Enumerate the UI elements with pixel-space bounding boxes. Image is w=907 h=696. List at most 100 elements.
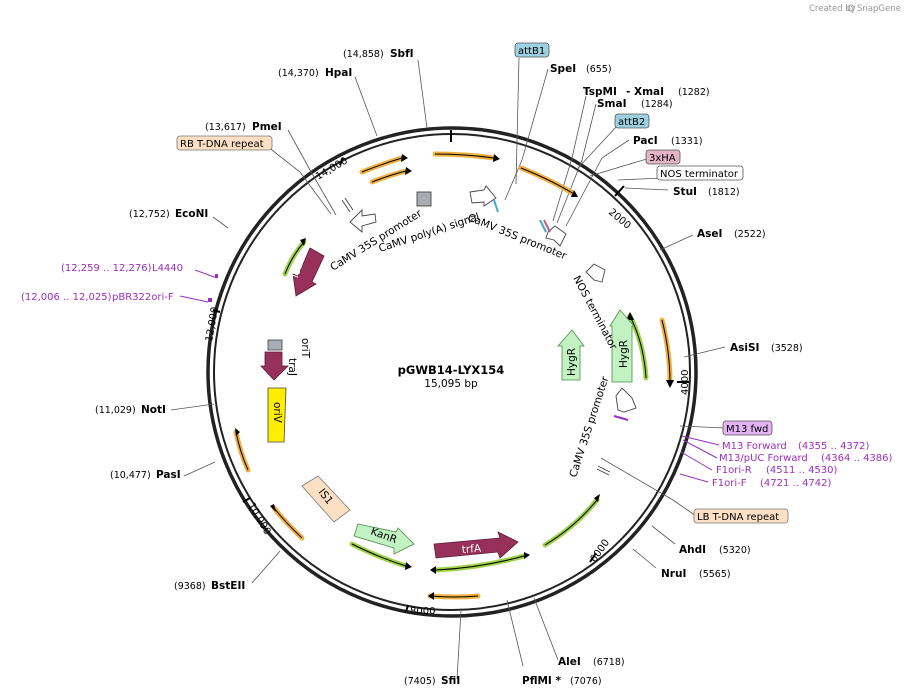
tick-label-10000: 10,000 [245, 501, 272, 537]
3xha-label: 3xHA [649, 153, 676, 164]
orf-arc-7-line [544, 499, 598, 546]
primer-leader-l4440 [194, 269, 218, 279]
feature-label-hygr-2: HygR [618, 340, 630, 368]
site-name-pflmi[interactable]: PflMI * [522, 675, 561, 687]
site-name-stui[interactable]: StuI [673, 186, 697, 198]
nos-terminator-box[interactable] [656, 165, 744, 181]
feature-label-orit: oriT [299, 338, 311, 359]
site-pos-econi: (12,752) [129, 209, 170, 220]
orf-arc-12-line [235, 431, 249, 471]
site-name-paci[interactable]: PacI [633, 135, 658, 147]
brand-text: SnapGene [857, 4, 901, 14]
site-pos-hpai: (14,370) [278, 68, 319, 79]
feature-label-trfa: trfA [461, 543, 482, 556]
tick-6000 [589, 552, 597, 563]
primer-list: (12,259 .. 12,276) L4440 (12,006 .. 12,0… [21, 263, 893, 489]
site-name-pasi[interactable]: PasI [156, 469, 181, 481]
site-pos-pasi: (10,477) [110, 470, 151, 481]
attb1-box[interactable] [514, 42, 550, 58]
boxed-labels: attB1 attB2 3xHA NOS terminator RB T-DNA… [176, 42, 789, 524]
primer-leader-f1f [679, 473, 709, 483]
primer-leader-m13fwd [681, 435, 720, 446]
snapgene-watermark: Created by SnapGene [809, 4, 901, 14]
site-name-sbfi[interactable]: SbfI [390, 48, 414, 60]
site-pos-sbfi: (14,858) [343, 49, 384, 60]
site-pos-asei: (2522) [734, 229, 766, 240]
orf-arrowheads [235, 154, 674, 600]
orf-arc-8-line [435, 555, 525, 571]
tick-label-4000: 4000 [680, 370, 691, 395]
poly-a-box [416, 191, 432, 207]
trfa-arrow [433, 531, 519, 559]
rb-tdna-box[interactable] [176, 135, 273, 151]
site-name-sfii[interactable]: SfiI [441, 675, 460, 687]
camv-promoter-1-arrow [349, 208, 377, 233]
site-pos-alei: (6718) [593, 657, 625, 668]
primer-range-f1r: (4511 .. 4530) [766, 465, 838, 476]
trai-box [267, 339, 283, 351]
site-pos-pmei: (13,617) [205, 122, 246, 133]
feature-label-hygr-1: HygR [566, 348, 578, 376]
site-pos-pflmi: (7076) [570, 676, 602, 687]
orf-arc-12 [233, 429, 251, 473]
site-name-pmei[interactable]: PmeI [252, 121, 282, 133]
orf-arc-1-line [361, 157, 403, 173]
site-name-econi[interactable]: EcoNI [175, 208, 208, 220]
site-name-bsteii[interactable]: BstEII [211, 580, 245, 592]
tick-8000 [405, 604, 409, 613]
site-name-smai[interactable]: SmaI [597, 98, 627, 110]
site-pos-nrui: (5565) [699, 569, 731, 580]
orf-arc-11-line [273, 507, 303, 539]
site-name-asisi[interactable]: AsiSI [730, 342, 759, 354]
m13-fwd-label: M13 fwd [726, 424, 768, 435]
created-by-text: Created by [809, 4, 856, 14]
rb-marker-1 [341, 199, 351, 213]
primer-label-f1f[interactable]: F1ori-F [712, 478, 747, 489]
feature-label-traj: traJ [286, 358, 298, 376]
site-name-noti[interactable]: NotI [141, 404, 166, 416]
traj-arrow [260, 351, 289, 381]
site-name-asei[interactable]: AseI [697, 228, 722, 240]
primer-range-l4440: (12,259 .. 12,276) [61, 263, 152, 274]
primer-label-m13puc[interactable]: M13/pUC Forward [719, 453, 808, 464]
primer-leader-pbr322 [179, 295, 209, 303]
orf-arc-6-line [629, 315, 647, 379]
site-name-xmai[interactable]: - XmaI [626, 86, 664, 98]
backbone-outer-ring [206, 126, 698, 618]
site-name-spei[interactable]: SpeI [550, 63, 576, 75]
nos-terminator-label: NOS terminator [660, 169, 739, 180]
orf-arc-5-line [661, 319, 671, 383]
primer-mark-l4440 [215, 274, 218, 278]
orf-arc-8 [433, 553, 527, 573]
primer-label-l4440[interactable]: L4440 [152, 263, 183, 274]
lb-tdna-label: LB T-DNA repeat [697, 512, 779, 523]
is1-box [301, 475, 351, 523]
orf-arcs [233, 151, 673, 600]
feature-label-oriv: oriV [271, 402, 283, 424]
primer-range-f1f: (4721 .. 4742) [760, 478, 832, 489]
primer-label-f1r[interactable]: F1ori-R [716, 465, 752, 476]
hygr-large-arrow [609, 309, 635, 383]
plasmid-size: 15,095 bp [424, 378, 478, 390]
3xha-box[interactable] [645, 149, 681, 165]
lb-tdna-box[interactable] [693, 508, 789, 524]
orf-arc-2-line [371, 170, 407, 183]
primer-range-pbr322: (12,006 .. 12,025) [21, 292, 112, 303]
site-list: (14,858) SbfI (14,370) HpaI (13,617) Pme… [95, 48, 803, 687]
primer-label-m13fwd[interactable]: M13 Forward [722, 441, 787, 452]
site-name-hpai[interactable]: HpaI [325, 67, 352, 79]
orf-arc-13-line [284, 241, 305, 275]
inner-features [260, 185, 637, 559]
attb2-box[interactable] [614, 113, 650, 129]
m13-fwd-box[interactable] [722, 420, 773, 436]
site-name-ahdi[interactable]: AhdI [679, 544, 706, 556]
lb-marker-2 [596, 468, 610, 476]
site-pos-xmai: (1282) [678, 87, 710, 98]
plasmid-name: pGWB14-LYX154 [398, 363, 505, 377]
site-name-tspmi[interactable]: TspMI [583, 86, 617, 98]
site-name-alei[interactable]: AleI [558, 656, 581, 668]
primer-label-pbr322[interactable]: pBR322ori-F [112, 292, 174, 303]
orf-arc-9-line [429, 595, 479, 598]
3xha-mark [543, 219, 551, 233]
site-name-nrui[interactable]: NruI [661, 568, 686, 580]
